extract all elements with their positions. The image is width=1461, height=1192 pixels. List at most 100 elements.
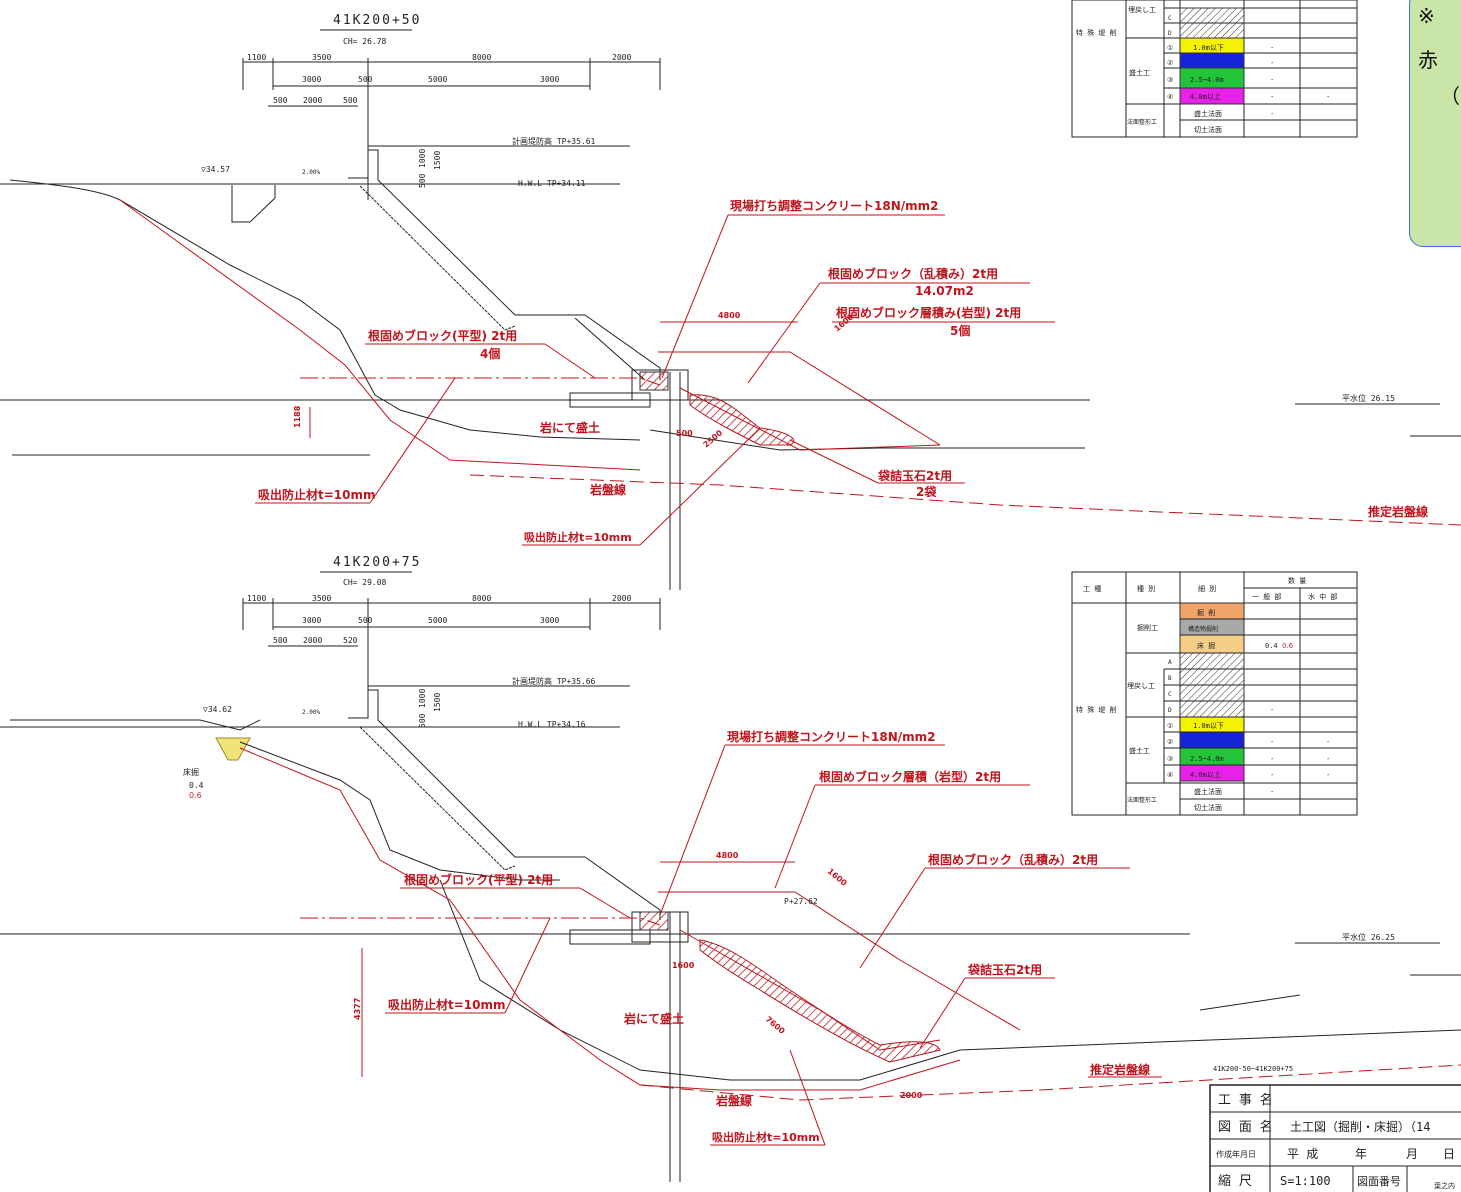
top-level-2: ▽34.62 xyxy=(203,705,232,714)
t2-v10b: - xyxy=(1326,771,1330,779)
t2-h-general: 一 般 部 xyxy=(1252,592,1281,601)
t2-g11: 法面整形工 xyxy=(1127,796,1157,804)
vdim-1b: 1000 xyxy=(418,149,427,168)
note-line-3: （ xyxy=(1440,84,1460,108)
t2-s9: ③ xyxy=(1167,755,1173,763)
dim2-a: 1100 xyxy=(247,594,266,603)
station-1: 41K200+50 xyxy=(333,13,421,28)
label-suction-2b: 吸出防止材t=10mm xyxy=(712,1130,820,1144)
t2-s3: A xyxy=(1168,659,1172,666)
ch-2: CH= 29.08 xyxy=(343,578,387,587)
dim2-h: 3000 xyxy=(540,616,559,625)
title-r4-scale: S=1:100 xyxy=(1280,1174,1331,1188)
dim1-g: 5000 xyxy=(428,75,447,84)
t2-s5: C xyxy=(1168,691,1172,698)
t2-h-type: 種 別 xyxy=(1137,584,1155,593)
dim1-j: 2000 xyxy=(303,96,322,105)
t2-i1: 構造物掘削 xyxy=(1188,625,1218,633)
title-block: 41K200-50~41K200+75 工 事 名 図 面 名 土工図（掘削・床… xyxy=(1209,1065,1461,1192)
t2-h-work: 工 種 xyxy=(1083,585,1101,593)
dim-2000-2: 2000 xyxy=(900,1091,923,1100)
station-2: 41K200+75 xyxy=(333,555,421,570)
t1-s3: ① xyxy=(1167,44,1173,52)
t1-g7: 法面整形工 xyxy=(1127,118,1157,126)
t2-h-water: 水 中 部 xyxy=(1308,592,1337,601)
plan-height-2: 計画堤防高 TP+35.66 xyxy=(512,676,596,686)
title-r2-label: 図 面 名 xyxy=(1218,1119,1273,1135)
label-bedrock-2: 岩盤線 xyxy=(715,1093,752,1108)
note-box xyxy=(1409,0,1461,247)
floor-v2-2: 0.6 xyxy=(189,791,202,800)
hwl-2: H.W.L TP+34.16 xyxy=(518,720,586,729)
label-block-layer-2: 根固めブロック層積（岩型）2t用 xyxy=(819,769,1001,784)
slope-1: 2.00% xyxy=(302,169,320,176)
t1-i5: 2.5~4.0m xyxy=(1190,76,1224,84)
t1-i6: 4.0m以上 xyxy=(1190,92,1221,101)
dim1-h: 3000 xyxy=(540,75,559,84)
label-rock-fill-2: 岩にて盛土 xyxy=(623,1011,684,1026)
note-line-1: ※ xyxy=(1418,4,1435,28)
dim-4377-2: 4377 xyxy=(353,998,362,1020)
t2-v10a: - xyxy=(1270,771,1274,779)
label-bedrock-1: 岩盤線 xyxy=(589,482,626,497)
t2-i2: 床 掘 xyxy=(1197,641,1215,650)
t1-i3: 1.0m以下 xyxy=(1193,44,1224,52)
label-bags-count-1: 2袋 xyxy=(916,484,937,499)
dim2-b: 3500 xyxy=(312,594,331,603)
hdim-2: 1500 xyxy=(433,693,442,712)
t1-v7: - xyxy=(1270,110,1274,118)
dim-1188-1: 1188 xyxy=(293,405,302,428)
dim1-c: 8000 xyxy=(472,53,491,62)
dim-4800-1: 4800 xyxy=(718,311,741,320)
label-block-random-1: 根固めブロック（乱積み）2t用 xyxy=(828,266,998,281)
t2-h-qty: 数 量 xyxy=(1288,576,1306,585)
title-r4-label: 縮 尺 xyxy=(1218,1173,1252,1189)
t1-v4: - xyxy=(1270,59,1274,67)
dim1-f: 500 xyxy=(358,75,373,84)
dim1-a: 1100 xyxy=(247,53,266,62)
t2-s7: ① xyxy=(1167,722,1173,730)
t2-i10: 4.0m以上 xyxy=(1190,770,1221,779)
label-suction-1b: 吸出防止材t=10mm xyxy=(524,530,632,544)
title-r3-label: 作成年月日 xyxy=(1216,1149,1256,1159)
t1-g0: 埋戻し工 xyxy=(1128,5,1156,14)
label-block-layer-count-1: 5個 xyxy=(950,323,970,338)
label-concrete-2: 現場打ち調整コンクリート18N/mm2 xyxy=(727,729,935,744)
t2-i7: 1.0m以下 xyxy=(1193,722,1224,730)
t2-i9: 2.5~4.0m xyxy=(1190,755,1224,763)
dim2-k: 520 xyxy=(343,636,358,645)
t2-g7: 盛土工 xyxy=(1129,746,1150,755)
label-suction-2a: 吸出防止材t=10mm xyxy=(388,997,506,1012)
label-block-flat-1: 根固めブロック(平型) 2t用 xyxy=(368,328,517,343)
t2-v6: - xyxy=(1270,706,1274,714)
plan-height-1: 計画堤防高 TP+35.61 xyxy=(512,136,596,146)
hwl-1: H.W.L TP+34.11 xyxy=(518,179,586,188)
t2-v9b: - xyxy=(1326,755,1330,763)
label-bags-2: 袋詰玉石2t用 xyxy=(967,962,1042,977)
vdim-2b: 1000 xyxy=(418,689,427,708)
dim-4800-2: 4800 xyxy=(716,851,739,860)
ch-1: CH= 26.78 xyxy=(343,37,387,46)
label-block-random-area-1: 14.07m2 xyxy=(915,284,974,298)
t1-s1: C xyxy=(1168,15,1172,22)
t2-s4: B xyxy=(1168,675,1172,682)
dim1-i: 500 xyxy=(273,96,288,105)
t2-i12: 切土法面 xyxy=(1194,803,1222,812)
t1-v6b: - xyxy=(1326,93,1330,101)
label-block-flat-2: 根固めブロック(平型) 2t用 xyxy=(404,872,553,887)
title-r3-v4: 日 xyxy=(1443,1147,1455,1161)
label-block-layer-1: 根固めブロック層積み(岩型) 2t用 xyxy=(836,305,1021,320)
title-r3-v1: 平 成 xyxy=(1287,1147,1318,1161)
t1-v5: - xyxy=(1270,76,1274,84)
vdim-2a: 500 xyxy=(418,713,427,728)
t2-v2b: 0.6 xyxy=(1282,642,1294,650)
t1-v3: - xyxy=(1270,44,1274,52)
dim2-e: 3000 xyxy=(302,616,321,625)
t2-g0: 掘削工 xyxy=(1137,623,1158,632)
t2-v8a: - xyxy=(1270,738,1274,746)
label-rock-fill-1: 岩にて盛土 xyxy=(539,420,600,435)
t2-g3: 埋戻し工 xyxy=(1127,681,1155,690)
dim-7600-2: 7600 xyxy=(764,1015,787,1036)
t2-i0: 掘 削 xyxy=(1197,608,1215,617)
